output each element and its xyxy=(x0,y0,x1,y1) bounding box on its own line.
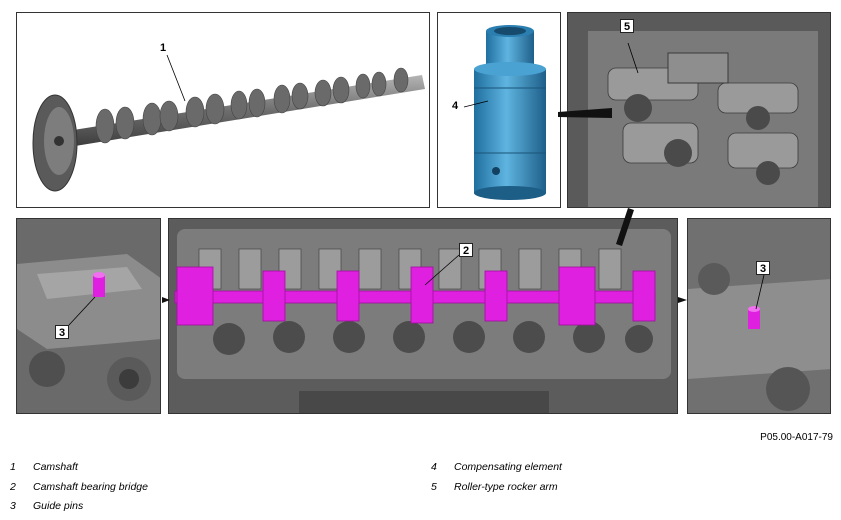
guide-pin-left-panel: 3 xyxy=(16,218,161,414)
rocker-arm-illustration xyxy=(568,13,830,207)
panel-connectors xyxy=(162,108,687,303)
legend-item: 3 Guide pins xyxy=(10,500,390,514)
legend-number: 1 xyxy=(10,461,16,473)
legend-item: 5 Roller-type rocker arm xyxy=(431,481,811,495)
cylinder-head-panel: 2 xyxy=(168,218,678,414)
legend-item: 4 Compensating element xyxy=(431,461,811,475)
legend-label: Compensating element xyxy=(454,461,562,473)
compensating-element-panel: 4 xyxy=(437,12,561,208)
legend-number: 3 xyxy=(10,500,16,512)
callout-5: 5 xyxy=(620,19,634,33)
guide-pin-right-illustration xyxy=(688,219,830,413)
legend-number: 5 xyxy=(431,481,437,493)
callout-3-left: 3 xyxy=(55,325,69,339)
callout-3-right: 3 xyxy=(756,261,770,275)
legend-number: 2 xyxy=(10,481,16,493)
legend-number: 4 xyxy=(431,461,437,473)
legend-item: 2 Camshaft bearing bridge xyxy=(10,481,390,495)
guide-pin-right-panel: 3 xyxy=(687,218,831,414)
camshaft-illustration xyxy=(32,54,425,192)
callout-1: 1 xyxy=(159,42,167,54)
legend-label: Roller-type rocker arm xyxy=(454,481,558,493)
rocker-arm-detail-panel: 5 xyxy=(567,12,831,208)
camshaft-panel: 1 xyxy=(16,12,430,208)
cylinder-head-illustration xyxy=(169,219,677,413)
guide-pin-left-illustration xyxy=(17,219,160,413)
legend-item: 1 Camshaft xyxy=(10,461,390,475)
callout-4: 4 xyxy=(451,100,459,112)
compensating-element-illustration xyxy=(463,25,546,200)
legend-label: Camshaft bearing bridge xyxy=(33,481,148,493)
legend-label: Camshaft xyxy=(33,461,78,473)
callout-2: 2 xyxy=(459,243,473,257)
figure-id: P05.00-A017-79 xyxy=(760,432,833,443)
bearing-bridge-highlight xyxy=(174,266,656,326)
legend-label: Guide pins xyxy=(33,500,84,512)
